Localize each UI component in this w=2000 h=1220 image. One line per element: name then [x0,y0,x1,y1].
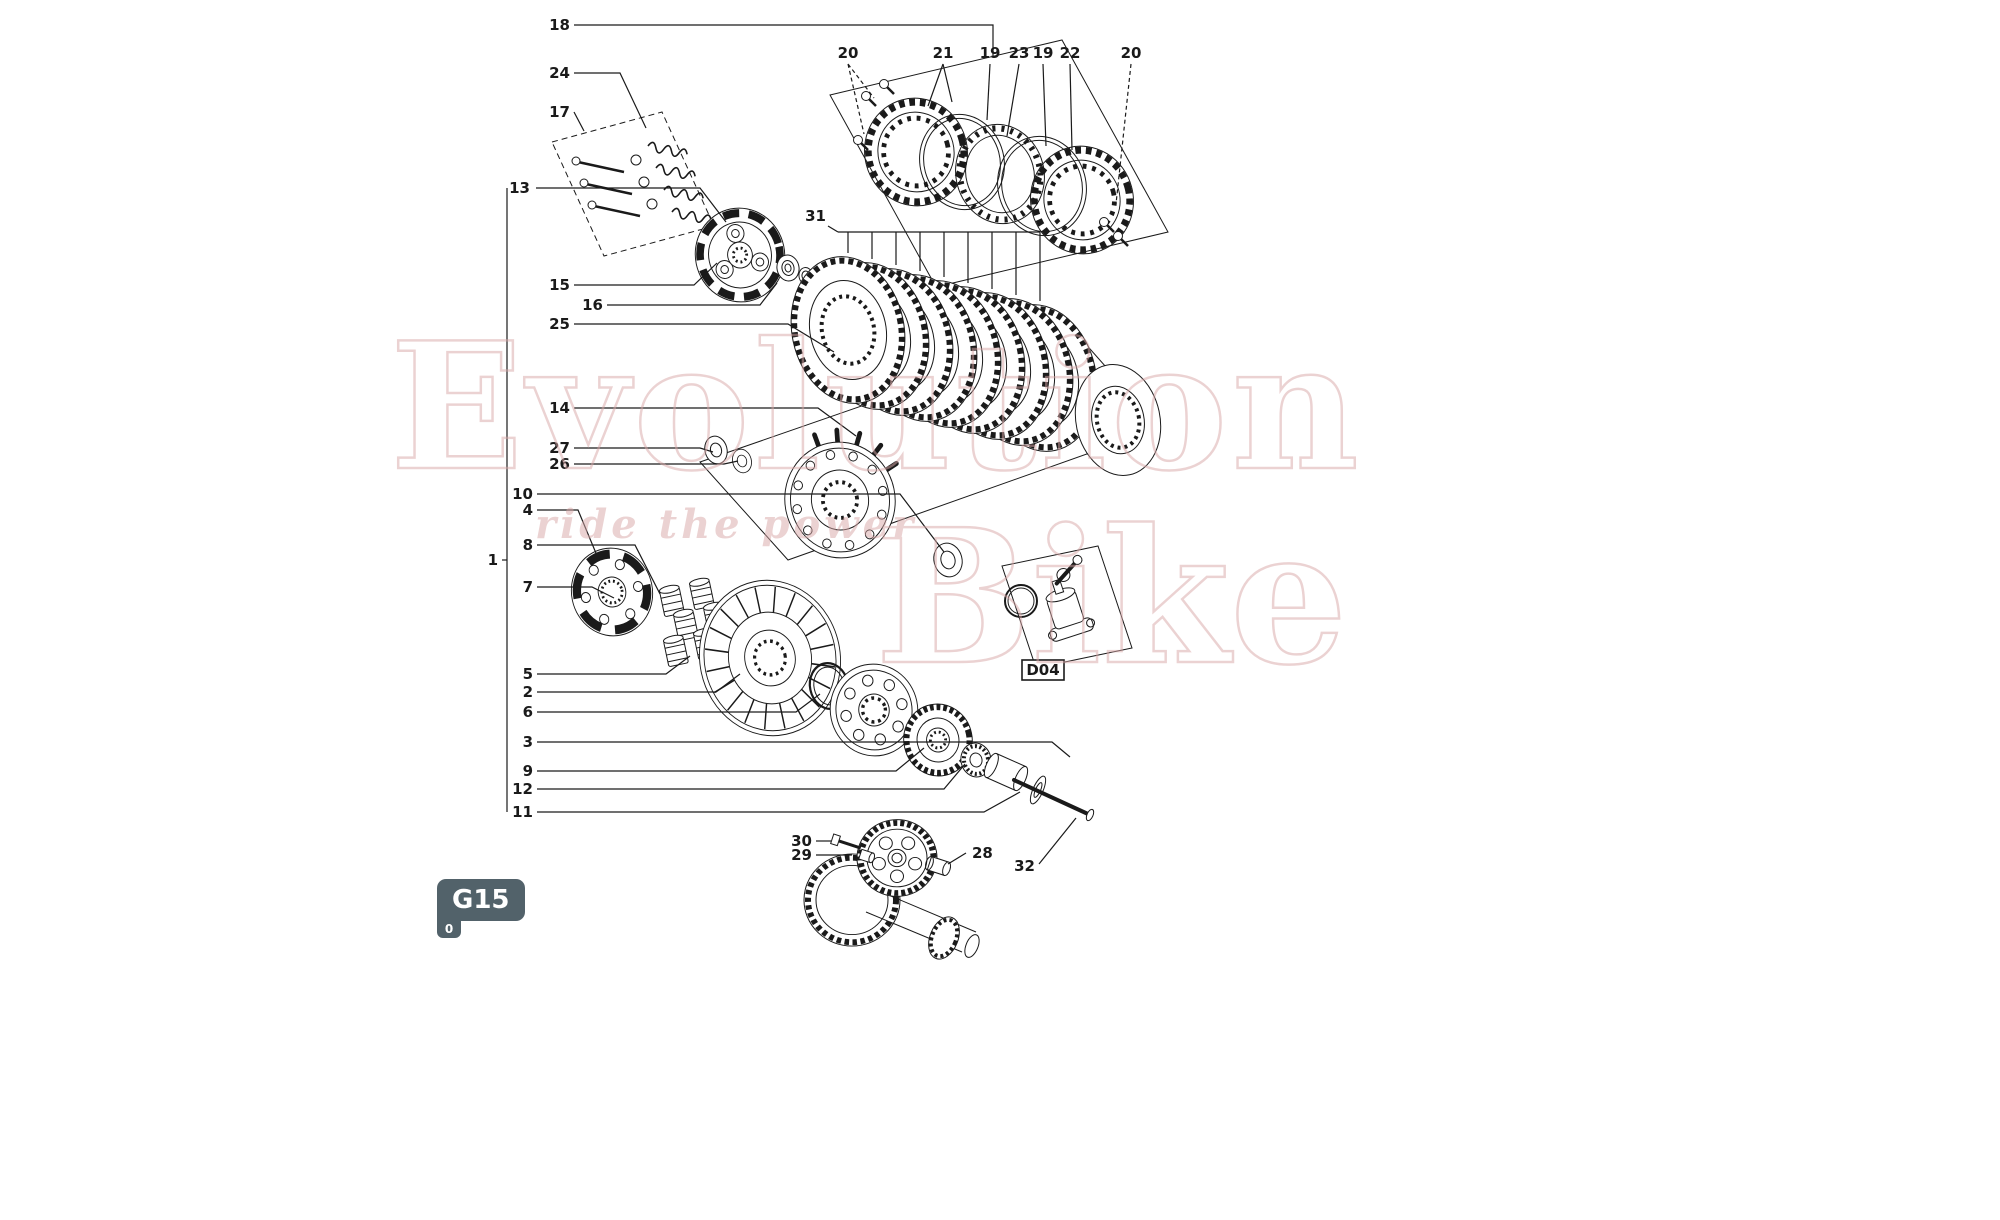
wave-washer [955,123,1045,225]
inset-ref-label: D04 [1026,661,1059,679]
callout-30: 30 [791,832,812,850]
callout-15: 15 [549,276,570,294]
callout-29: 29 [791,846,812,864]
callout-7: 7 [523,578,533,596]
steel-drive-plate [1074,364,1162,476]
spring-retainer-plate [852,87,979,218]
clutch-center-hub-group [701,427,963,578]
callout-10: 10 [512,485,533,503]
spring-bolt-kit [551,111,715,257]
callout-3: 3 [523,733,533,751]
callout-32: 32 [1014,857,1035,875]
clutch-actuator-group: D04 [1001,545,1133,681]
output-shaft [865,893,980,960]
callout-17: 17 [549,103,570,121]
retainer-screw [1112,230,1130,248]
retainer-screw [860,90,878,108]
clutch-spring [654,162,697,182]
callout-20: 20 [838,44,859,62]
callout-19: 19 [1033,44,1054,62]
clutch-center-hub [784,427,899,559]
watermark-word-2: Bike [875,488,1348,706]
pushrod [1012,778,1095,822]
callout-19: 19 [980,44,1001,62]
sleeve [983,752,1029,792]
callout-11: 11 [512,803,533,821]
clutch-plate-stack [778,246,1110,462]
retainer-screw [878,78,896,96]
lifter-plate [570,547,654,637]
page-code: G15 [437,879,525,921]
callout-1: 1 [488,551,498,569]
callout-31: 31 [805,207,826,225]
clutch-actuator [1045,554,1096,642]
callout-23: 23 [1009,44,1030,62]
gear-bushing [924,855,952,877]
callout-21: 21 [933,44,954,62]
thrust-washer [933,542,963,578]
clutch-basket-group [698,579,1095,822]
release-bearing [776,254,800,282]
callout-8: 8 [523,536,533,554]
callout-numbers: 1 2 3 4 5 6 7 8 9 10 11 12 13 14 15 16 1… [488,16,1142,875]
callout-25: 25 [549,315,570,333]
stack-callout-bracket [838,231,1041,301]
callout-28: 28 [972,844,993,862]
callout-2: 2 [523,683,533,701]
shim-ring [997,135,1087,237]
callout-24: 24 [549,64,570,82]
lifter-plate-group [570,547,729,668]
small-bushing [858,848,876,864]
callout-5: 5 [523,665,533,683]
page-revision: 0 [437,921,461,938]
clutch-spring [670,206,713,226]
callout-4: 4 [523,501,533,519]
spoked-idle-gear [856,819,938,897]
callout-14: 14 [549,399,570,417]
callout-12: 12 [512,780,533,798]
callout-22: 22 [1060,44,1081,62]
pressure-plate-group [694,207,814,303]
bolt-head [579,178,589,188]
callout-13: 13 [509,179,530,197]
spring-retainer-group [829,39,1169,288]
clutch-basket [698,579,842,737]
callout-27: 27 [549,439,570,457]
pressure-plate [694,207,786,303]
primary-shaft-group [803,819,980,960]
page-code-badge: G15 0 [437,879,525,938]
callout-9: 9 [523,762,533,780]
primary-driven-gear [903,703,973,777]
callout-20: 20 [1121,44,1142,62]
callout-16: 16 [582,296,603,314]
spacer [646,198,658,210]
gear-bolt [830,833,862,850]
hub-washer [729,446,755,476]
actuator-o-ring [1004,584,1038,618]
splined-spacer [960,742,992,778]
spacer [638,176,650,188]
callout-18: 18 [549,16,570,34]
spacer [630,154,642,166]
leader-lines [502,24,1132,865]
drive-flange [829,663,919,757]
callout-26: 26 [549,455,570,473]
callout-6: 6 [523,703,533,721]
inset-ref: D04 [1021,659,1065,681]
bolt-head [571,156,581,166]
bolt-head [587,200,597,210]
